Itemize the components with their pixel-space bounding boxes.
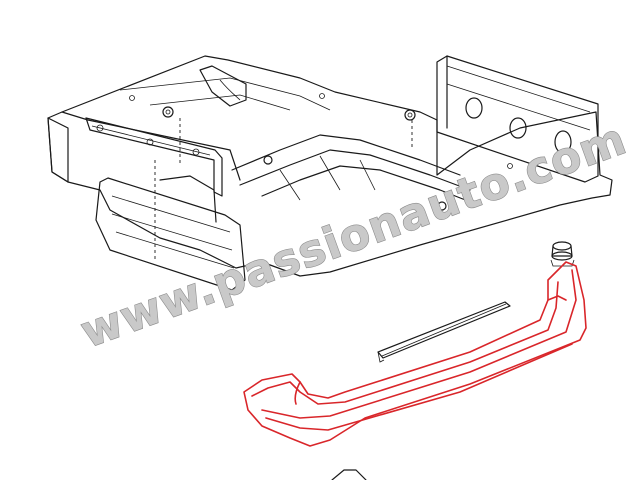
floor-pan [47, 55, 613, 291]
rear-valance-highlight [243, 261, 587, 447]
rubber-plug [550, 241, 575, 267]
rear-cross-member [436, 55, 599, 183]
watermark-text: www.passionauto.com [74, 113, 633, 358]
fastener-fragment [331, 469, 367, 480]
seal-strip [377, 301, 511, 363]
